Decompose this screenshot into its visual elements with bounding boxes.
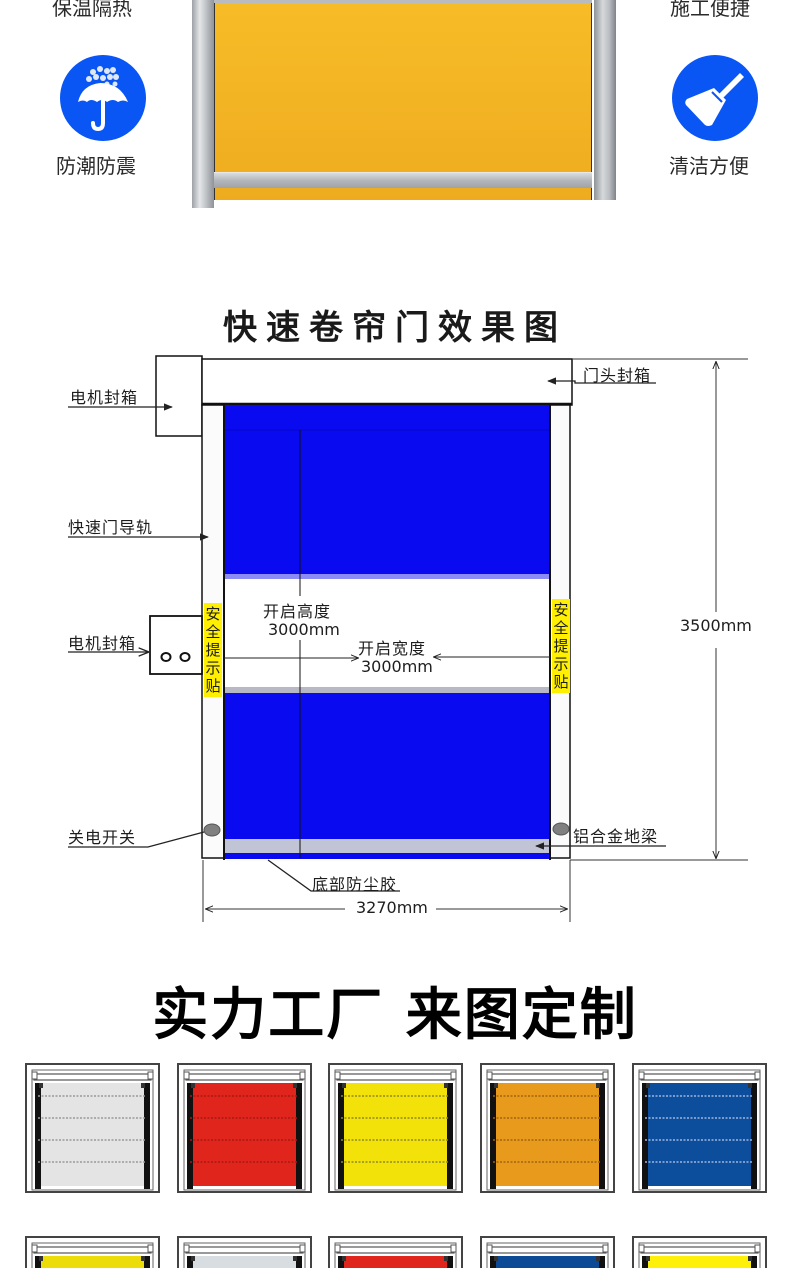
- yellow-curtain: [214, 0, 592, 200]
- label-bottom-seal: 底部防尘胶: [312, 875, 398, 894]
- color-swatch-bright-yellow: [632, 1236, 767, 1268]
- color-swatch-blue: [632, 1063, 767, 1193]
- sticker-char: 示: [553, 655, 569, 673]
- umbrella-rain-icon: [60, 55, 146, 141]
- color-swatch-red: [328, 1236, 463, 1268]
- color-swatch-yellow: [328, 1063, 463, 1193]
- feature-label-easy-clean: 清洁方便: [669, 154, 749, 178]
- color-swatch-blue: [480, 1236, 615, 1268]
- color-swatch-orange: [480, 1063, 615, 1193]
- factory-title: 实力工厂 来图定制: [152, 983, 638, 1048]
- value-open-width: 3000mm: [361, 657, 433, 676]
- value-total-height: 3500mm: [680, 616, 752, 635]
- top-bar: [214, 0, 592, 3]
- label-guide-rail: 快速门导轨: [68, 518, 154, 537]
- safety-sticker-left: 安 全 提 示 贴: [204, 603, 222, 697]
- feature-label-moisture-proof: 防潮防震: [56, 154, 136, 178]
- sticker-char: 示: [205, 659, 221, 677]
- color-swatch-light-gray: [177, 1236, 312, 1268]
- safety-sticker-right: 安 全 提 示 贴: [552, 599, 570, 693]
- yellow-door-photo: [192, 0, 616, 208]
- broom-icon: [672, 55, 758, 141]
- sticker-char: 全: [205, 623, 221, 641]
- color-swatch-yellow: [25, 1236, 160, 1268]
- label-motor-box-side: 电机封箱: [68, 634, 137, 653]
- value-total-width: 3270mm: [356, 898, 428, 917]
- diagram-title: 快速卷帘门效果图: [223, 308, 567, 348]
- right-post: [594, 0, 616, 200]
- label-power-switch: 关电开关: [68, 828, 137, 847]
- label-ground-beam: 铝合金地梁: [573, 827, 659, 846]
- sticker-char: 贴: [205, 677, 221, 695]
- sticker-char: 提: [205, 641, 221, 659]
- left-post: [192, 0, 214, 208]
- sticker-char: 全: [553, 619, 569, 637]
- label-motor-box-top: 电机封箱: [70, 388, 139, 407]
- feature-label-easy-install: 施工便捷: [670, 0, 750, 20]
- sticker-char: 贴: [553, 673, 569, 691]
- sticker-char: 安: [553, 601, 569, 619]
- color-swatch-red: [177, 1063, 312, 1193]
- door-diagram: [68, 355, 748, 922]
- bottom-bar: [214, 172, 592, 188]
- sticker-char: 提: [553, 637, 569, 655]
- value-open-height: 3000mm: [268, 620, 340, 639]
- label-door-head-box: 门头封箱: [583, 366, 652, 385]
- label-open-width: 开启宽度: [358, 639, 427, 658]
- label-open-height: 开启高度: [263, 602, 332, 621]
- sticker-char: 安: [205, 605, 221, 623]
- feature-label-insulation: 保温隔热: [52, 0, 132, 20]
- color-swatch-white: [25, 1063, 160, 1193]
